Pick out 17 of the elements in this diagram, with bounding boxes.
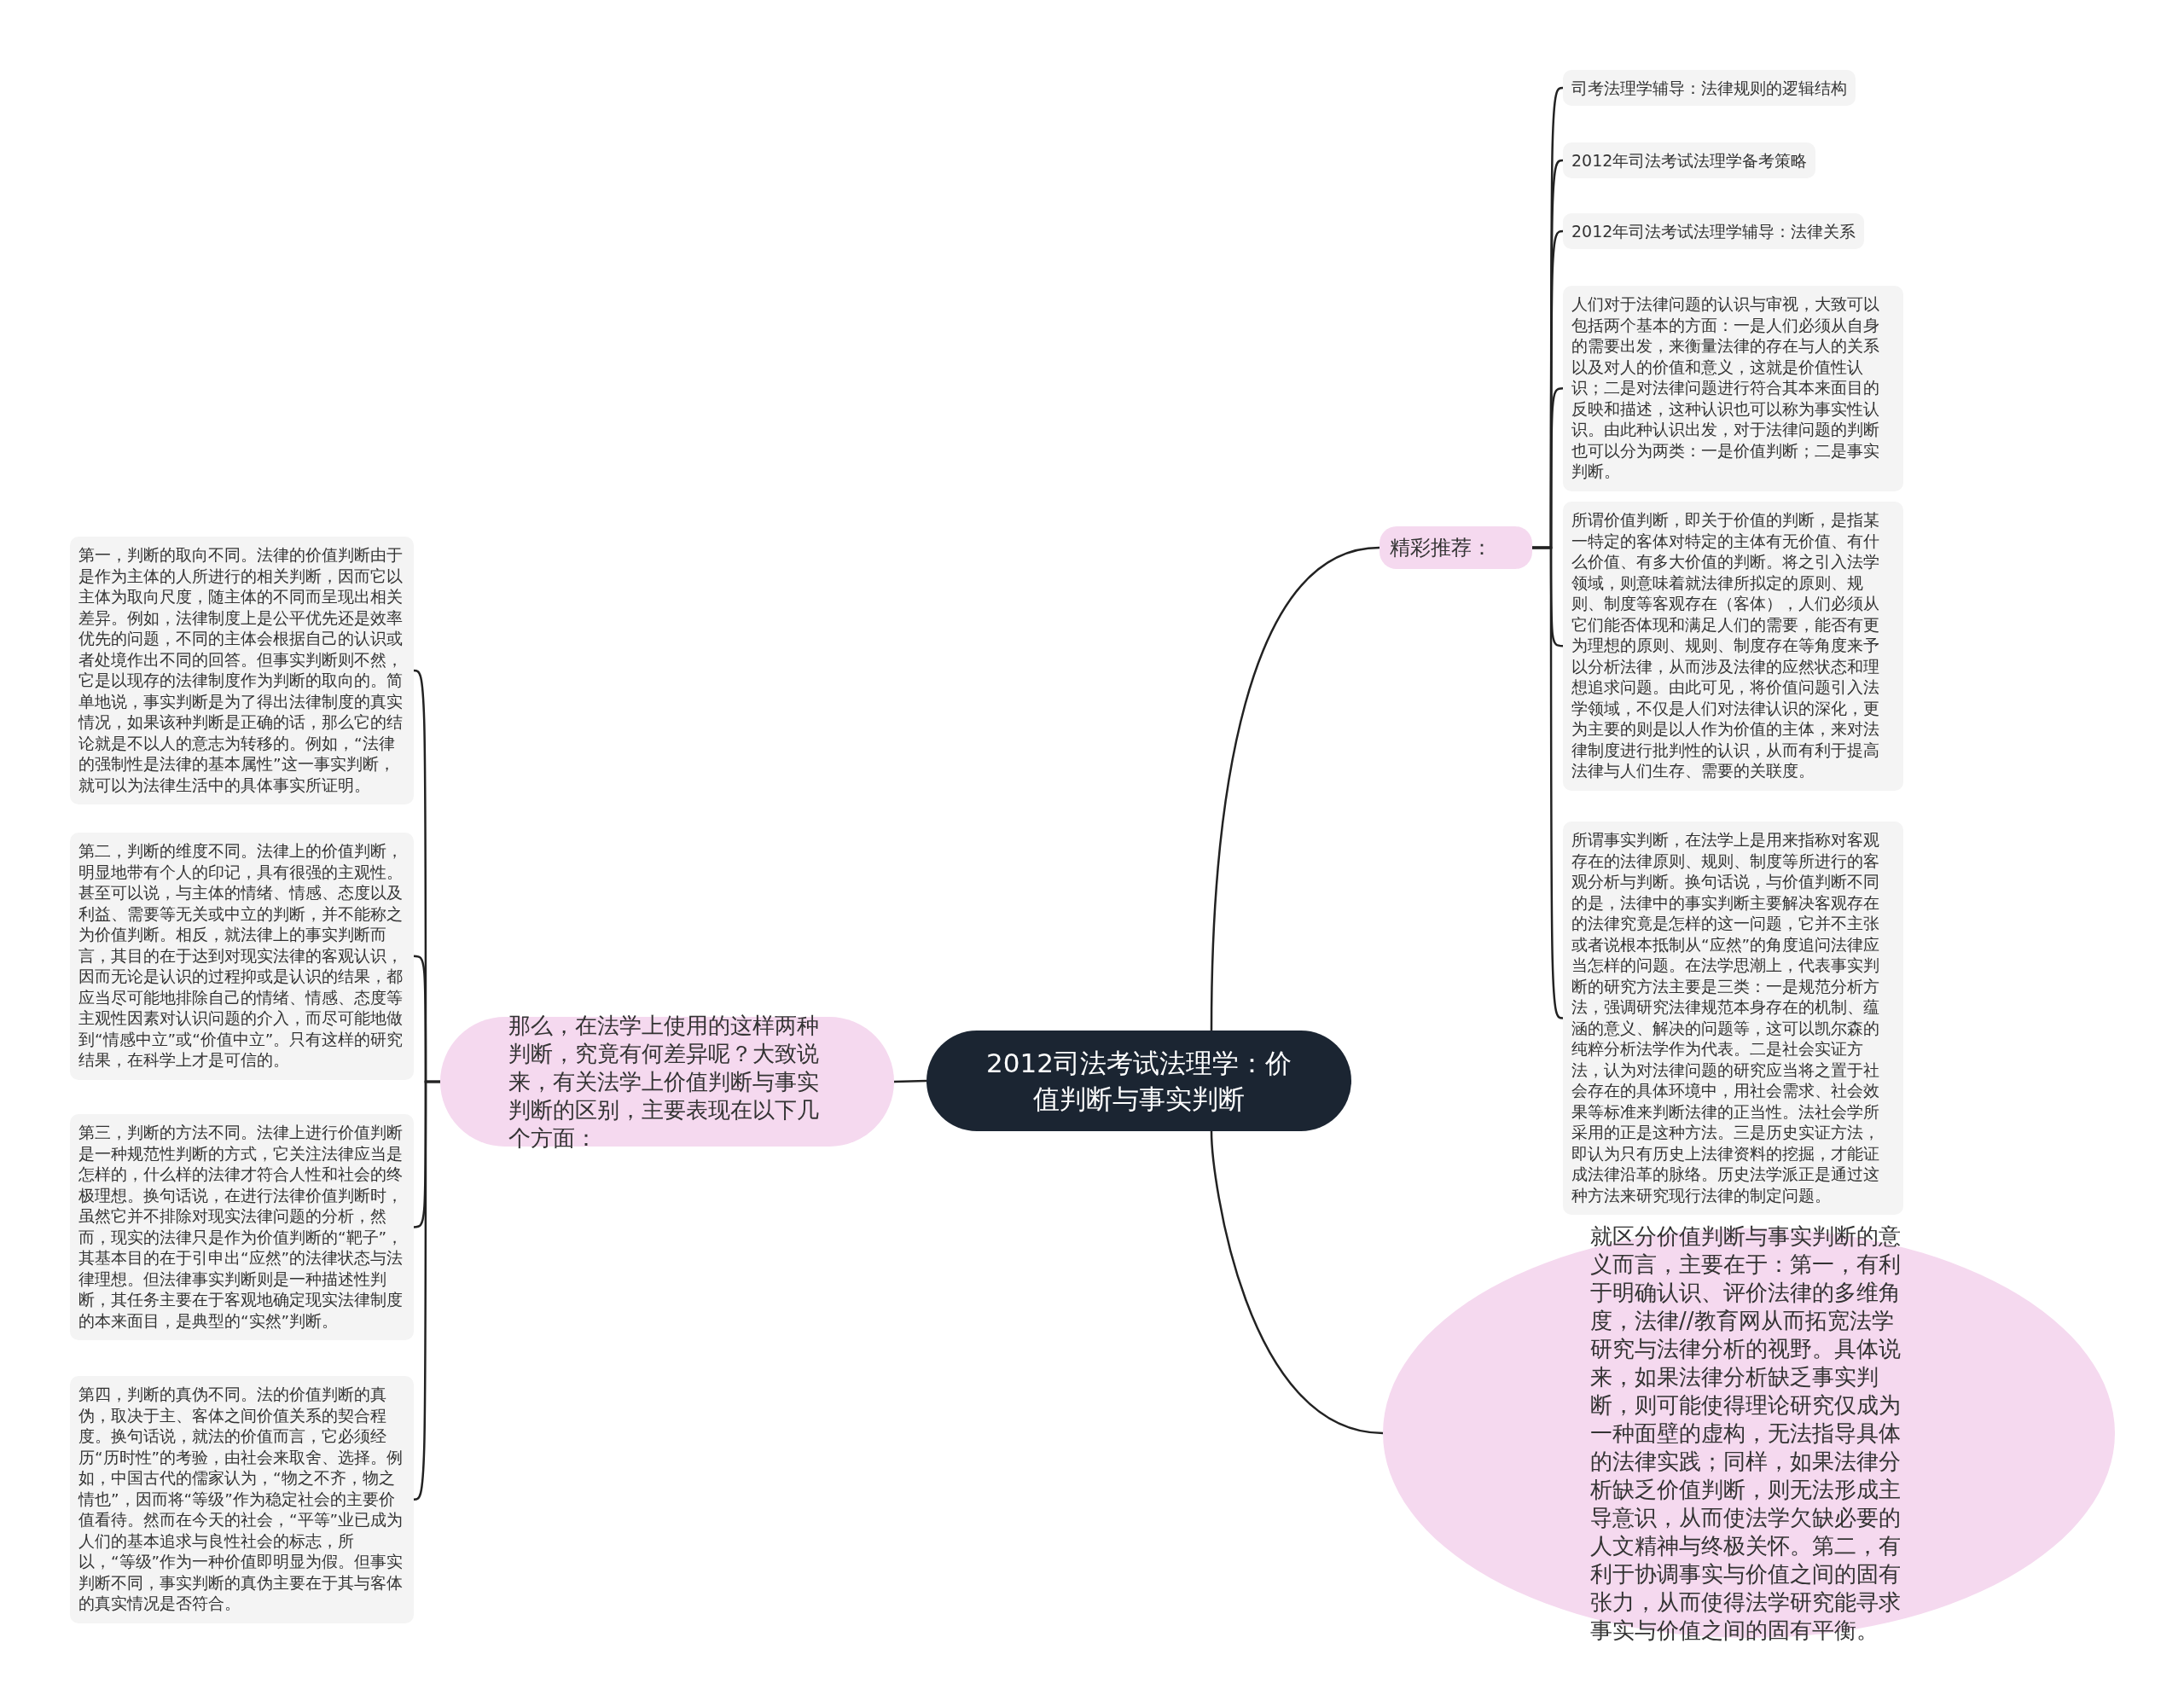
text-card: 人们对于法律问题的认识与审视，大致可以包括两个基本的方面：一是人们必须从自身的需要出发，来衡量法律的存在与人的关系以及对人的价值和意义，这就是价值性认识；二是对法律问题进行符合其本来面目的反映和描述，这种认识也可以称为事实性认识。由此种认识出发，对于法律问题的判断也可以分为两类：一是价值判断；二是事实判断。: [1563, 286, 1903, 491]
text-card: 第四，判断的真伪不同。法的价值判断的真伪，取决于主、客体之间价值关系的契合程度。换句话说，就法的价值而言，它必须经历“历时性”的考验，由社会来取舍、选择。例如，中国古代的儒家认为，“物之不齐，物之情也”，因而将“等级”作为稳定社会的主要价值看待。然而在今天的社会，“平等”业已成为人们的基本追求与良性社会的标志，所以，“等级”作为一种价值即明显为假。但事实判断不同，事实判断的真伪主要在于其与客体的真实情况是否符合。: [70, 1376, 414, 1623]
connector-line: [893, 1079, 927, 1083]
connector-line: [1532, 546, 1564, 1019]
text-card: 所谓事实判断，在法学上是用来指称对客观存在的法律原则、规则、制度等所进行的客观分析与判断。换句话说，与价值判断不同的是，法律中的事实判断主要解决客观存在的法律究竟是怎样的这一问题，它并不主张或者说根本抵制从“应然”的角度追问法律应当怎样的问题。在法学思潮上，代表事实判断的研究方法主要是三类：一是规范分析方法，强调研究法律规范本身存在的机制、蕴涵的意义、解决的问题等，这可以凯尔森的纯粹分析法学作为代表。二是社会实证方法，认为对法律问题的研究应当将之置于社会存在的具体环境中，用社会需求、社会效果等标准来判断法律的正当性。法社会学所采用的正是这种方法。三是历史实证方法，即认为只有历史上法律资料的挖掘，才能证成法律沿革的脉络。历史法学派正是通过这种方法来研究现行法律的制定问题。: [1563, 822, 1903, 1215]
link-item: 司考法理学辅导：法律规则的逻辑结构: [1563, 70, 1856, 106]
connector-line: [413, 1080, 440, 1501]
text-card: 第三，判断的方法不同。法律上进行价值判断是一种规范性判断的方式，它关注法律应当是怎样的，什么样的法律才符合人性和社会的终极理想。换句话说，在进行法律价值判断时，虽然它并不排除对现实法律问题的分析，然而，现实的法律只是作为价值判断的“靶子”，其基本目的在于引申出“应然”的法律状态与法律理想。但法律事实判断则是一种描述性判断，其任务主要在于客观地确定现实法律制度的本来面目，是典型的“实然”判断。: [70, 1114, 414, 1340]
connector-line: [1210, 1130, 1384, 1435]
link-item: 2012年司法考试法理学备考策略: [1563, 142, 1816, 178]
connector-line: [1210, 546, 1380, 1031]
text-card: 第二，判断的维度不同。法律上的价值判断，明显地带有个人的印记，具有很强的主观性。甚至可以说，与主体的情绪、情感、态度以及利益、需要等无关或中立的判断，并不能称之为价值判断。相反，就法律上的事实判断而言，其目的在于达到对现实法律的客观认识，因而无论是认识的过程抑或是认识的结果，都应当尽可能地排除自己的情绪、情感、态度等主观性因素对认识问题的介入，而尽可能地做到“情感中立”或“价值中立”。只有这样的研究结果，在科学上才是可信的。: [70, 833, 414, 1080]
text-card: 所谓价值判断，即关于价值的判断，是指某一特定的客体对特定的主体有无价值、有什么价值、有多大价值的判断。将之引入法学领域，则意味着就法律所拟定的原则、规则、制度等客观存在（客体），人们必须从它们能否体现和满足人们的需要，能否有更为理想的原则、规则、制度存在等角度来予以分析法律，从而涉及法律的应然状态和理想追求问题。由此可见，将价值问题引入法学领域，不仅是人们对法律认识的深化，更为主要的则是以人作为价值的主体，来对法律制度进行批判性的认识，从而有利于提高法律与人们生存、需要的关联度。: [1563, 502, 1903, 791]
topic-bubble: 精彩推荐：: [1380, 526, 1532, 569]
central-topic: 2012司法考试法理学：价值判断与事实判断: [926, 1031, 1351, 1131]
text-card: 第一，判断的取向不同。法律的价值判断由于是作为主体的人所进行的相关判断，因而它以主体为取向尺度，随主体的不同而呈现出相关差异。例如，法律制度上是公平优先还是效率优先的问题，不同的主体会根据自己的认识或者处境作出不同的回答。但事实判断则不然，它是以现存的法律制度作为判断的取向的。简单地说，事实判断是为了得出法律制度的真实情况，如果该种判断是正确的话，那么它的结论就是不以人的意志为转移的。例如，“法律的强制性是法律的基本属性”这一事实判断，就可以为法律生活中的具体事实所证明。: [70, 537, 414, 804]
link-item: 2012年司法考试法理学辅导：法律关系: [1563, 213, 1865, 249]
